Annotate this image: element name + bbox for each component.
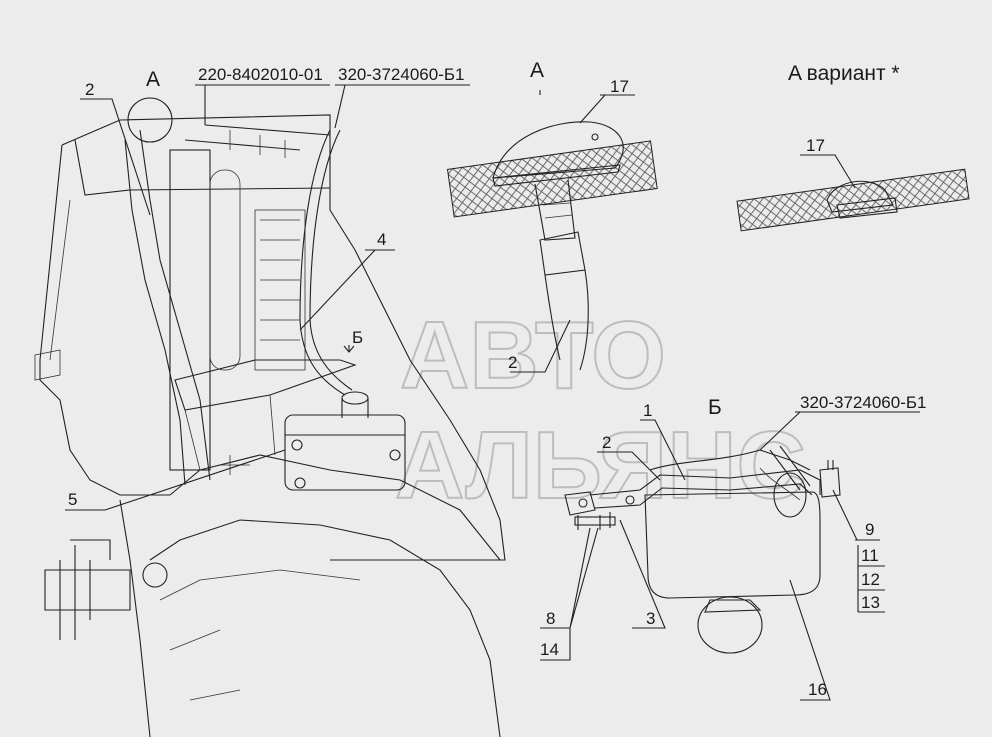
- watermark: АВТО АЛЬЯНС: [394, 301, 807, 520]
- callout-4: 4: [377, 230, 386, 249]
- callout-14: 14: [540, 640, 559, 659]
- callout-2a: 2: [85, 80, 94, 99]
- label-view-b-title: Б: [708, 396, 722, 419]
- callout-1: 1: [643, 401, 652, 420]
- view-a-marker-circle: [127, 97, 173, 143]
- callout-17a: 17: [610, 77, 629, 96]
- callout-12: 12: [861, 570, 880, 589]
- label-part-220: 220-8402010-01: [198, 65, 323, 84]
- view-a-detail: [446, 90, 658, 373]
- callout-3: 3: [646, 609, 655, 628]
- callout-2c: 2: [602, 433, 611, 452]
- label-view-a-title: A: [530, 59, 544, 82]
- cab-assembly-drawing: [34, 114, 506, 737]
- callout-9: 9: [865, 520, 874, 539]
- label-view-a-top: A: [146, 68, 160, 91]
- view-b-leader-lines: [540, 411, 920, 701]
- view-a-variant-detail: [736, 154, 970, 232]
- label-view-a-variant: A вариант *: [788, 62, 900, 85]
- label-part-320-top: 320-3724060-Б1: [338, 65, 464, 84]
- callout-13: 13: [861, 593, 880, 612]
- diagram-labels: A 220-8402010-01 320-3724060-Б1 A A вари…: [68, 59, 926, 699]
- callout-2b: 2: [508, 353, 517, 372]
- watermark-line1: АВТО: [400, 302, 666, 409]
- callout-8: 8: [546, 609, 555, 628]
- watermark-line2: АЛЬЯНС: [395, 412, 806, 519]
- callout-11: 11: [861, 546, 879, 565]
- label-part-320-b: 320-3724060-Б1: [800, 393, 926, 412]
- left-leader-lines: [65, 84, 470, 511]
- callout-17b: 17: [806, 136, 825, 155]
- callout-16: 16: [808, 680, 827, 699]
- callout-b-arrow: Б: [352, 328, 363, 347]
- callout-5: 5: [68, 490, 77, 509]
- view-b-detail: [564, 445, 841, 654]
